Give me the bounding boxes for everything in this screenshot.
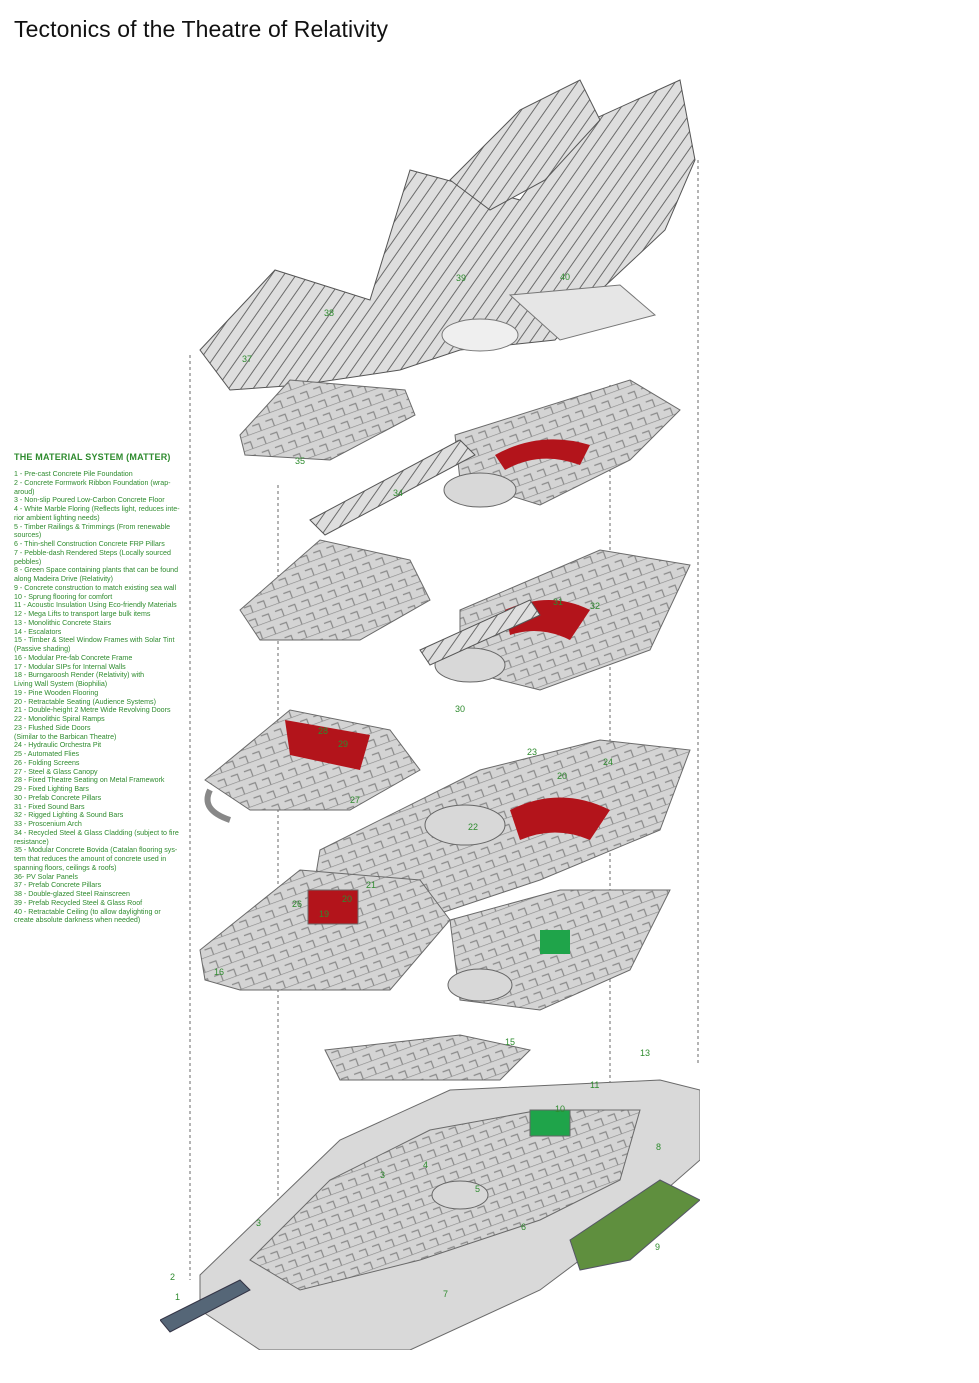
level-3 (199, 869, 671, 1011)
legend-item: 11 - Acoustic Insulation Using Eco-frien… (14, 601, 177, 610)
callout-3b: 3 (380, 1170, 385, 1180)
callout-16: 16 (214, 967, 224, 977)
callout-10: 10 (555, 1104, 565, 1114)
callout-20a: 20 (342, 894, 352, 904)
legend-item: 23 - Flushed Side Doors (Similar to the … (14, 723, 117, 741)
legend-item: 13 - Monolithic Concrete Stairs (14, 618, 111, 627)
legend-item: 35 - Modular Concrete Bovida (Catalan fl… (14, 846, 178, 872)
legend-item: 18 - Burngaroosh Render (Relativity) wit… (14, 671, 145, 688)
callout-21: 21 (366, 880, 376, 890)
callout-28: 28 (318, 726, 328, 736)
callout-13: 13 (640, 1048, 650, 1058)
legend-item: 5 - Timber Railings & Trimmings (From re… (14, 522, 171, 540)
legend-item: 29 - Fixed Lighting Bars (14, 785, 89, 793)
legend-item: 28 - Fixed Theatre Seating on Metal Fram… (14, 776, 165, 785)
callout-22: 22 (468, 822, 478, 832)
legend-item: 31 - Fixed Sound Bars (14, 802, 85, 811)
callout-labels: 1 2 3 3 4 5 6 7 8 9 10 11 13 15 16 19 20… (170, 272, 661, 1302)
callout-31: 31 (553, 597, 563, 607)
level-5 (239, 539, 691, 691)
legend-item: 33 - Proscenium Arch (14, 820, 82, 828)
legend-item: 16 - Modular Pre-fab Concrete Frame (14, 653, 133, 662)
callout-32: 32 (590, 601, 600, 611)
callout-2: 2 (170, 1272, 175, 1282)
legend-item: 7 - Pebble-dash Rendered Steps (Locally … (14, 548, 171, 566)
callout-40: 40 (560, 272, 570, 282)
callout-39: 39 (456, 273, 466, 283)
legend-item: 30 - Prefab Concrete Pillars (14, 793, 102, 802)
callout-4: 4 (423, 1160, 428, 1170)
legend-item: 3 - Non-slip Poured Low-Carbon Concrete … (14, 496, 165, 505)
legend-item: 2 - Concrete Formwork Ribbon Foundation … (14, 478, 171, 496)
legend-item: 15 - Timber & Steel Window Frames with S… (14, 636, 175, 653)
callout-9: 9 (655, 1242, 660, 1252)
level-6 (239, 379, 681, 536)
callout-1: 1 (175, 1292, 180, 1302)
callout-19: 19 (319, 909, 329, 919)
legend-item: 6 - Thin-shell Construction Concrete FRP… (14, 540, 165, 548)
legend-item: 8 - Green Space containing plants that c… (14, 566, 179, 583)
legend-item: 4 - White Marble Floring (Reflects light… (14, 505, 180, 522)
exploded-axonometric-drawing: 1 2 3 3 4 5 6 7 8 9 10 11 13 15 16 19 20… (160, 79, 700, 1350)
legend-item: 25 - Automated Flies (14, 750, 80, 758)
alignment-guides (189, 160, 699, 1280)
legend-item: 32 - Rigged Lighting & Sound Bars (14, 811, 124, 820)
legend-item: 10 - Sprung flooring for comfort (14, 592, 113, 601)
callout-26: 26 (292, 899, 302, 909)
roof-level (199, 79, 696, 391)
legend-item: 26 - Folding Screens (14, 758, 80, 767)
legend-item: 9 - Concrete construction to match exist… (14, 583, 177, 592)
legend-item: 24 - Hydraulic Orchestra Pit (14, 741, 102, 750)
callout-29: 29 (338, 739, 348, 749)
legend-item: 20 - Retractable Seating (Audience Syste… (14, 697, 156, 706)
callout-34: 34 (393, 488, 403, 498)
callout-24: 24 (603, 757, 613, 767)
callout-15: 15 (505, 1037, 515, 1047)
callout-35: 35 (295, 456, 305, 466)
legend-item: 19 - Pine Wooden Flooring (14, 688, 99, 697)
callout-27: 27 (350, 795, 360, 805)
ground-level (160, 1079, 700, 1350)
legend-item: 36- PV Solar Panels (14, 872, 78, 881)
callout-37: 37 (242, 354, 252, 364)
legend-item: 1 - Pre-cast Concrete Pile Foundation (14, 470, 133, 478)
callout-5: 5 (475, 1184, 480, 1194)
callout-20b: 20 (557, 771, 567, 781)
callout-11: 11 (590, 1080, 599, 1090)
legend-item: 27 - Steel & Glass Canopy (14, 767, 98, 776)
level-4 (204, 709, 691, 921)
legend-item: 38 - Double-glazed Steel Rainscreen (14, 890, 130, 898)
callout-8: 8 (656, 1142, 661, 1152)
page-title: Tectonics of the Theatre of Relativity (14, 16, 389, 42)
legend-item: 17 - Modular SIPs for Internal Walls (14, 662, 126, 671)
legend-heading: THE MATERIAL SYSTEM (MATTER) (14, 452, 171, 462)
callout-30: 30 (455, 704, 465, 714)
legend-item: 22 - Monolithic Spiral Ramps (14, 715, 105, 723)
level-2 (324, 1034, 532, 1081)
legend-item: 12 - Mega Lifts to transport large bulk … (14, 610, 151, 618)
legend-item: 40 - Retractable Ceiling (to allow dayli… (14, 907, 161, 925)
legend-item: 37 - Prefab Concrete Pillars (14, 881, 102, 890)
callout-3: 3 (256, 1218, 261, 1228)
callout-7: 7 (443, 1289, 448, 1299)
legend-item: 34 - Recycled Steel & Glass Cladding (su… (14, 828, 179, 846)
material-legend: THE MATERIAL SYSTEM (MATTER) 1 - Pre-cas… (14, 452, 196, 925)
legend-item: 39 - Prefab Recycled Steel & Glass Roof (14, 898, 143, 907)
legend-item: 21 - Double-height 2 Metre Wide Revolvin… (14, 706, 171, 715)
legend-item: 14 - Escalators (14, 627, 62, 636)
callout-38: 38 (324, 308, 334, 318)
callout-23: 23 (527, 747, 537, 757)
callout-6: 6 (521, 1222, 526, 1232)
